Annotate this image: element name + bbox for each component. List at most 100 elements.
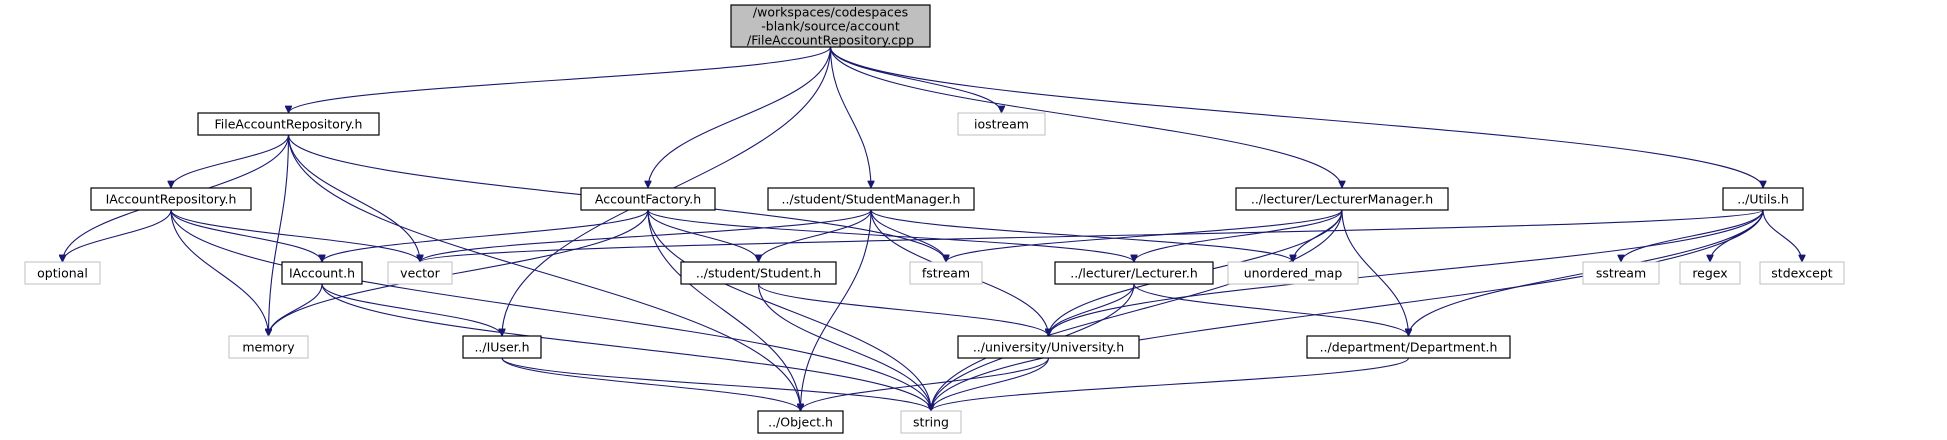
edge-lecturer_h-to-dept_h [1133, 283, 1409, 336]
node-box [1054, 261, 1214, 285]
node-dept-h[interactable]: ../department/Department.h [1306, 335, 1511, 359]
node-label: -blank/source/account [761, 19, 900, 34]
node-label: AccountFactory.h [595, 192, 701, 207]
edge-lm_h-to-string [931, 209, 1343, 411]
node-iar-h[interactable]: IAccountRepository.h [90, 187, 252, 211]
node-iostream: iostream [957, 112, 1046, 136]
node-label: sstream [1596, 266, 1646, 281]
node-student-h[interactable]: ../student/Student.h [680, 261, 837, 285]
edge-af_h-to-student_h [647, 209, 759, 262]
node-box [197, 112, 380, 136]
node-iuser-h[interactable]: ../IUser.h [462, 335, 542, 359]
node-label: string [913, 415, 949, 430]
node-label: ../student/Student.h [696, 266, 821, 281]
node-box [90, 187, 252, 211]
edge-utils_h-to-string [931, 209, 1764, 411]
node-string: string [900, 410, 962, 434]
node-lecturer-h[interactable]: ../lecturer/Lecturer.h [1054, 261, 1214, 285]
node-stdexcept: stdexcept [1759, 261, 1845, 285]
edge-iaccount_h-to-iuser_h [321, 283, 502, 336]
edge-iaccount_h-to-string [321, 283, 931, 411]
node-box [1679, 261, 1741, 285]
node-object-h[interactable]: ../Object.h [757, 410, 844, 434]
node-far-h[interactable]: FileAccountRepository.h [197, 112, 380, 136]
edge-root-to-lm_h [829, 46, 1343, 188]
edge-far_h-to-object_h [287, 134, 801, 411]
node-label: ../department/Department.h [1320, 340, 1498, 355]
edge-af_h-to-string [647, 209, 931, 411]
node-box [767, 187, 975, 211]
node-box [580, 187, 716, 211]
node-box [1306, 335, 1511, 359]
node-box [387, 261, 453, 285]
edge-univ_h-to-object_h [801, 357, 1050, 411]
node-box [281, 261, 363, 285]
node-univ-h[interactable]: ../university/University.h [957, 335, 1140, 359]
edge-iuser_h-to-object_h [501, 357, 801, 411]
node-fstream: fstream [909, 261, 983, 285]
edge-univ_h-to-string [931, 357, 1050, 411]
node-af-h[interactable]: AccountFactory.h [580, 187, 716, 211]
node-label: stdexcept [1771, 266, 1832, 281]
node-label: IAccountRepository.h [106, 192, 237, 207]
node-optional: optional [24, 261, 101, 285]
edge-root-to-iostream [829, 46, 1002, 113]
node-box [1759, 261, 1845, 285]
edge-iar_h-to-string [170, 209, 931, 411]
node-box [957, 335, 1140, 359]
edge-lm_h-to-lecturer_h [1134, 209, 1343, 262]
node-label: FileAccountRepository.h [215, 117, 363, 132]
node-box [680, 261, 837, 285]
edge-utils_h-to-vector [420, 209, 1764, 262]
node-box [1235, 187, 1449, 211]
edge-root-to-sm_h [829, 46, 872, 188]
node-box [900, 410, 962, 434]
edge-student_h-to-string [757, 283, 932, 411]
edges-layer [63, 46, 1803, 411]
node-label: ../Utils.h [1737, 192, 1789, 207]
node-box [957, 112, 1046, 136]
edge-utils_h-to-univ_h [1049, 209, 1764, 336]
node-iaccount-h[interactable]: IAccount.h [281, 261, 363, 285]
node-label: memory [242, 340, 295, 355]
edge-lm_h-to-fstream [946, 209, 1343, 262]
node-root[interactable]: /workspaces/codespaces-blank/source/acco… [730, 4, 931, 48]
edge-utils_h-to-stdexcept [1762, 209, 1802, 262]
node-label: ../lecturer/LecturerManager.h [1251, 192, 1433, 207]
edge-root-to-far_h [289, 46, 832, 113]
edge-af_h-to-memory [269, 209, 649, 336]
edge-dept_h-to-string [931, 357, 1410, 411]
node-label: optional [37, 266, 88, 281]
node-box [1227, 261, 1359, 285]
node-sm-h[interactable]: ../student/StudentManager.h [767, 187, 975, 211]
node-label: regex [1692, 266, 1727, 281]
node-memory: memory [228, 335, 309, 359]
edge-iar_h-to-memory [170, 209, 269, 336]
edge-af_h-to-object_h [647, 209, 801, 411]
node-lm-h[interactable]: ../lecturer/LecturerManager.h [1235, 187, 1449, 211]
node-box [757, 410, 844, 434]
node-label: ../student/StudentManager.h [782, 192, 961, 207]
edge-iar_h-to-iaccount_h [170, 209, 322, 262]
edge-iar_h-to-vector [170, 209, 420, 262]
node-box [1722, 187, 1804, 211]
edge-sm_h-to-vector [420, 209, 872, 262]
edge-iar_h-to-optional [63, 209, 172, 262]
edge-far_h-to-memory [269, 134, 290, 336]
node-label: iostream [974, 117, 1029, 132]
node-label: ../IUser.h [474, 340, 529, 355]
edge-iaccount_h-to-memory [269, 283, 323, 336]
node-label: /workspaces/codespaces [753, 5, 908, 20]
node-label: ../Object.h [768, 415, 833, 430]
node-label: IAccount.h [289, 266, 355, 281]
node-label: fstream [922, 266, 970, 281]
node-label: /FileAccountRepository.cpp [747, 33, 914, 48]
node-label: ../lecturer/Lecturer.h [1070, 266, 1198, 281]
node-box [462, 335, 542, 359]
nodes-layer: /workspaces/codespaces-blank/source/acco… [24, 4, 1845, 434]
node-box [24, 261, 101, 285]
edge-af_h-to-iaccount_h [322, 209, 649, 262]
node-box [909, 261, 983, 285]
node-utils-h[interactable]: ../Utils.h [1722, 187, 1804, 211]
